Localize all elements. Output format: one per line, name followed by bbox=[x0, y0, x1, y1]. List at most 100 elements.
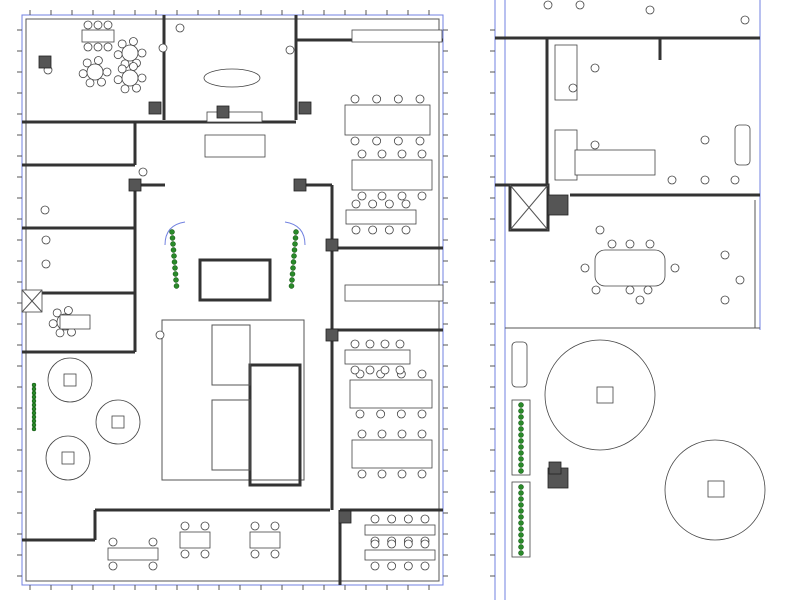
desk bbox=[249, 531, 281, 549]
chair bbox=[155, 330, 165, 340]
column bbox=[338, 510, 352, 524]
plant bbox=[31, 402, 37, 408]
desk bbox=[364, 524, 436, 536]
chair bbox=[55, 328, 65, 338]
reception-desk bbox=[204, 134, 266, 158]
plant bbox=[518, 456, 524, 462]
chair bbox=[595, 225, 605, 235]
chair bbox=[720, 250, 730, 260]
plant bbox=[518, 450, 524, 456]
chair bbox=[120, 84, 130, 94]
elevator-shaft bbox=[198, 258, 272, 302]
chair bbox=[393, 136, 403, 146]
chair bbox=[403, 539, 413, 549]
chair bbox=[180, 549, 190, 559]
chair bbox=[357, 429, 367, 439]
chair bbox=[643, 285, 653, 295]
coffee-table bbox=[61, 451, 75, 465]
chair bbox=[700, 175, 710, 185]
plant bbox=[290, 265, 296, 271]
chair bbox=[420, 561, 430, 571]
plant bbox=[171, 253, 177, 259]
planter-curve-left bbox=[164, 221, 186, 246]
plant bbox=[31, 390, 37, 396]
chair bbox=[83, 20, 93, 30]
desk bbox=[351, 439, 433, 469]
plant bbox=[290, 259, 297, 265]
chair bbox=[175, 23, 185, 33]
chair bbox=[129, 62, 138, 71]
chair bbox=[64, 306, 73, 315]
coffee-table bbox=[63, 373, 77, 387]
chair bbox=[415, 94, 425, 104]
chair bbox=[365, 365, 375, 375]
chair bbox=[387, 561, 397, 571]
chair bbox=[420, 514, 430, 524]
chair bbox=[48, 319, 58, 329]
plant bbox=[518, 532, 524, 538]
plant bbox=[518, 490, 524, 496]
chair bbox=[41, 235, 51, 245]
chair bbox=[417, 149, 427, 159]
chair bbox=[200, 521, 210, 531]
counter bbox=[206, 111, 263, 123]
plan-line bbox=[596, 386, 614, 404]
plan-line bbox=[734, 124, 751, 166]
chair bbox=[397, 469, 407, 479]
chair bbox=[384, 225, 394, 235]
chair bbox=[132, 83, 141, 93]
desk bbox=[81, 29, 115, 43]
chair bbox=[395, 365, 405, 375]
chair bbox=[108, 561, 118, 571]
desk bbox=[179, 531, 211, 549]
plant bbox=[518, 402, 524, 408]
chair bbox=[417, 469, 427, 479]
chair bbox=[645, 239, 655, 249]
plant bbox=[291, 247, 298, 253]
chair bbox=[730, 175, 740, 185]
chair bbox=[700, 135, 710, 145]
chair bbox=[635, 295, 645, 305]
chair bbox=[285, 45, 295, 55]
plan-line bbox=[509, 184, 549, 231]
desk bbox=[107, 547, 159, 561]
chair bbox=[417, 409, 427, 419]
chair bbox=[395, 339, 405, 349]
chair bbox=[148, 537, 158, 547]
plant bbox=[31, 418, 37, 424]
chair bbox=[83, 42, 93, 52]
chair bbox=[377, 191, 387, 201]
column bbox=[325, 238, 339, 252]
chair bbox=[607, 239, 617, 249]
plant bbox=[291, 253, 297, 259]
plan-line bbox=[511, 341, 528, 388]
chair bbox=[380, 339, 390, 349]
column bbox=[293, 178, 307, 192]
chair bbox=[380, 365, 390, 375]
chair bbox=[351, 225, 361, 235]
chair bbox=[78, 69, 88, 79]
right-floor-plan bbox=[494, 0, 766, 600]
desk bbox=[345, 209, 417, 225]
chair bbox=[645, 5, 655, 15]
plant bbox=[31, 394, 37, 400]
chair bbox=[93, 20, 103, 30]
plant bbox=[518, 550, 524, 556]
desk bbox=[344, 349, 411, 365]
coffee-table bbox=[111, 415, 125, 429]
chair bbox=[103, 20, 113, 30]
plant bbox=[518, 438, 524, 444]
chair bbox=[113, 50, 123, 60]
chair bbox=[667, 175, 677, 185]
chair bbox=[401, 225, 411, 235]
plant bbox=[518, 426, 524, 432]
chair bbox=[387, 539, 397, 549]
chair bbox=[270, 549, 280, 559]
plant bbox=[518, 432, 524, 438]
chair bbox=[108, 537, 118, 547]
chair bbox=[113, 75, 123, 85]
chair bbox=[543, 0, 553, 10]
plant bbox=[169, 235, 176, 241]
chair bbox=[102, 67, 112, 77]
